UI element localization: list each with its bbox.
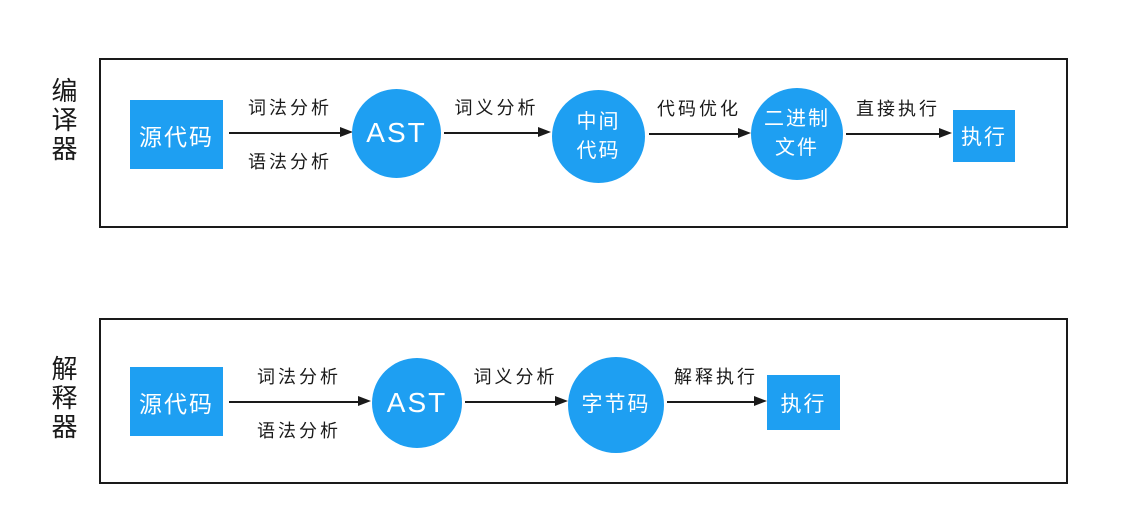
interpreter-ast-node: AST <box>372 358 462 448</box>
edge-label-lexical: 词法分析 <box>248 98 332 118</box>
compiler-intermediate-code-node: 中间 代码 <box>552 90 645 183</box>
interpreter-execute-label: 执行 <box>780 392 827 416</box>
edge-label-direct-exec: 直接执行 <box>856 99 940 119</box>
compiler-ast-label: AST <box>366 117 427 149</box>
compiler-execute-box: 执行 <box>953 110 1015 162</box>
edge-label-optimize: 代码优化 <box>657 99 741 119</box>
edge-label-syntax: 语法分析 <box>257 421 341 441</box>
arrow-head-icon <box>340 127 353 137</box>
intermediate-code-label-line2: 代码 <box>576 139 621 162</box>
edge-label-syntax: 语法分析 <box>248 152 332 172</box>
arrow-head-icon <box>538 127 551 137</box>
arrow-line <box>444 132 540 134</box>
arrow-line <box>465 401 557 403</box>
arrow-head-icon <box>555 396 568 406</box>
arrow-line <box>649 133 740 135</box>
compiler-source-code-box: 源代码 <box>130 100 223 169</box>
binary-file-label-line1: 二进制 <box>764 108 830 130</box>
arrow-line <box>846 133 941 135</box>
arrow-line <box>229 132 342 134</box>
interpreter-source-code-box: 源代码 <box>130 367 223 436</box>
intermediate-code-label-line1: 中间 <box>576 110 621 133</box>
interpreter-bytecode-node: 字节码 <box>568 357 664 453</box>
bytecode-label: 字节码 <box>581 392 651 416</box>
edge-label-semantic: 词义分析 <box>454 98 539 118</box>
arrow-head-icon <box>738 128 751 138</box>
arrow-head-icon <box>939 128 952 138</box>
edge-label-interpret-exec: 解释执行 <box>674 367 758 387</box>
interpreter-execute-box: 执行 <box>767 375 840 430</box>
compiler-source-code-label: 源代码 <box>139 123 214 150</box>
interpreter-section-label: 解释器 <box>48 355 78 442</box>
binary-file-label-line2: 文件 <box>775 137 819 159</box>
interpreter-source-code-label: 源代码 <box>139 390 214 417</box>
arrow-head-icon <box>754 396 767 406</box>
arrow-line <box>667 401 756 403</box>
compiler-execute-label: 执行 <box>961 126 1007 149</box>
compiler-binary-file-node: 二进制 文件 <box>751 88 843 180</box>
edge-label-lexical: 词法分析 <box>257 367 341 387</box>
edge-label-semantic: 词义分析 <box>473 367 558 387</box>
interpreter-ast-label: AST <box>386 386 448 418</box>
compiler-section-label: 编译器 <box>48 77 78 164</box>
compiler-ast-node: AST <box>352 89 441 178</box>
arrow-line <box>229 401 360 403</box>
arrow-head-icon <box>358 396 371 406</box>
